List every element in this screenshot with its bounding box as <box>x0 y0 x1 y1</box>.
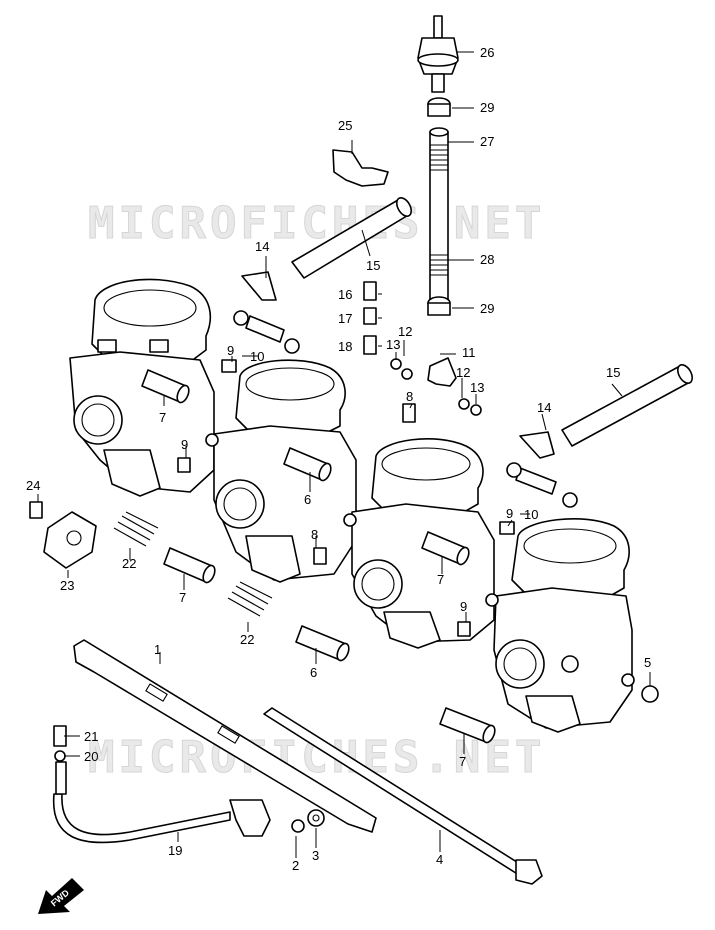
callout-2: 2 <box>292 858 299 873</box>
callout-17: 17 <box>338 311 352 326</box>
callout-6-a: 6 <box>304 492 311 507</box>
callout-7-c: 7 <box>179 590 186 605</box>
callout-9-c: 9 <box>506 506 513 521</box>
callout-22-b: 22 <box>240 632 254 647</box>
callout-12-top: 12 <box>398 324 412 339</box>
carburetor-body-4 <box>493 517 633 733</box>
callout-21: 21 <box>84 729 98 744</box>
callout-12-right: 12 <box>456 365 470 380</box>
callout-10-right: 10 <box>524 507 538 522</box>
callout-22-a: 22 <box>122 556 136 571</box>
callout-23: 23 <box>60 578 74 593</box>
callout-9-a: 9 <box>227 343 234 358</box>
callout-8-top: 8 <box>406 389 413 404</box>
callout-24: 24 <box>26 478 40 493</box>
callout-27: 27 <box>480 134 494 149</box>
link-plate <box>73 639 377 833</box>
callout-14-left: 14 <box>255 239 269 254</box>
fuel-filter-assembly <box>417 15 459 316</box>
callout-10-left: 10 <box>250 349 264 364</box>
callout-9-b: 9 <box>181 437 188 452</box>
callout-13-right: 13 <box>470 380 484 395</box>
choke-cable <box>52 725 325 844</box>
leader-lines <box>37 51 651 858</box>
callout-5: 5 <box>644 655 651 670</box>
carburetor-body-1 <box>69 278 215 497</box>
callout-7-b: 7 <box>437 572 444 587</box>
fwd-arrow: FWD <box>38 878 84 914</box>
carburetor-body-3 <box>351 437 495 649</box>
callout-15-left: 15 <box>366 258 380 273</box>
callout-6-b: 6 <box>310 665 317 680</box>
callout-8-mid: 8 <box>311 527 318 542</box>
callout-29-top: 29 <box>480 100 494 115</box>
callout-4: 4 <box>436 852 443 867</box>
carburetor-body-2 <box>213 359 357 583</box>
watermark-top: MICROFICHES.NET <box>88 198 545 249</box>
callout-7-d: 7 <box>459 754 466 769</box>
callout-16: 16 <box>338 287 352 302</box>
callout-11: 11 <box>462 345 476 360</box>
callout-25: 25 <box>338 118 352 133</box>
callout-3: 3 <box>312 848 319 863</box>
throttle-sensor <box>29 501 97 569</box>
callout-7-a: 7 <box>159 410 166 425</box>
callout-26: 26 <box>480 45 494 60</box>
callout-20: 20 <box>84 749 98 764</box>
callout-28: 28 <box>480 252 494 267</box>
springs <box>113 511 273 617</box>
callout-19: 19 <box>168 843 182 858</box>
callout-14-right: 14 <box>537 400 551 415</box>
washer-5 <box>641 685 659 703</box>
callout-labels: 26 29 25 27 14 15 28 16 29 17 12 13 18 9… <box>26 45 651 873</box>
callout-29-bottom: 29 <box>480 301 494 316</box>
joint-tubes <box>141 315 557 744</box>
callout-9-d: 9 <box>460 599 467 614</box>
clip-part <box>332 149 389 187</box>
vent-hoses <box>241 197 694 459</box>
callout-13-top: 13 <box>386 337 400 352</box>
callout-18: 18 <box>338 339 352 354</box>
small-fittings <box>177 281 635 687</box>
linkage-rod <box>263 707 543 885</box>
callout-15-right: 15 <box>606 365 620 380</box>
callout-1: 1 <box>154 642 161 657</box>
